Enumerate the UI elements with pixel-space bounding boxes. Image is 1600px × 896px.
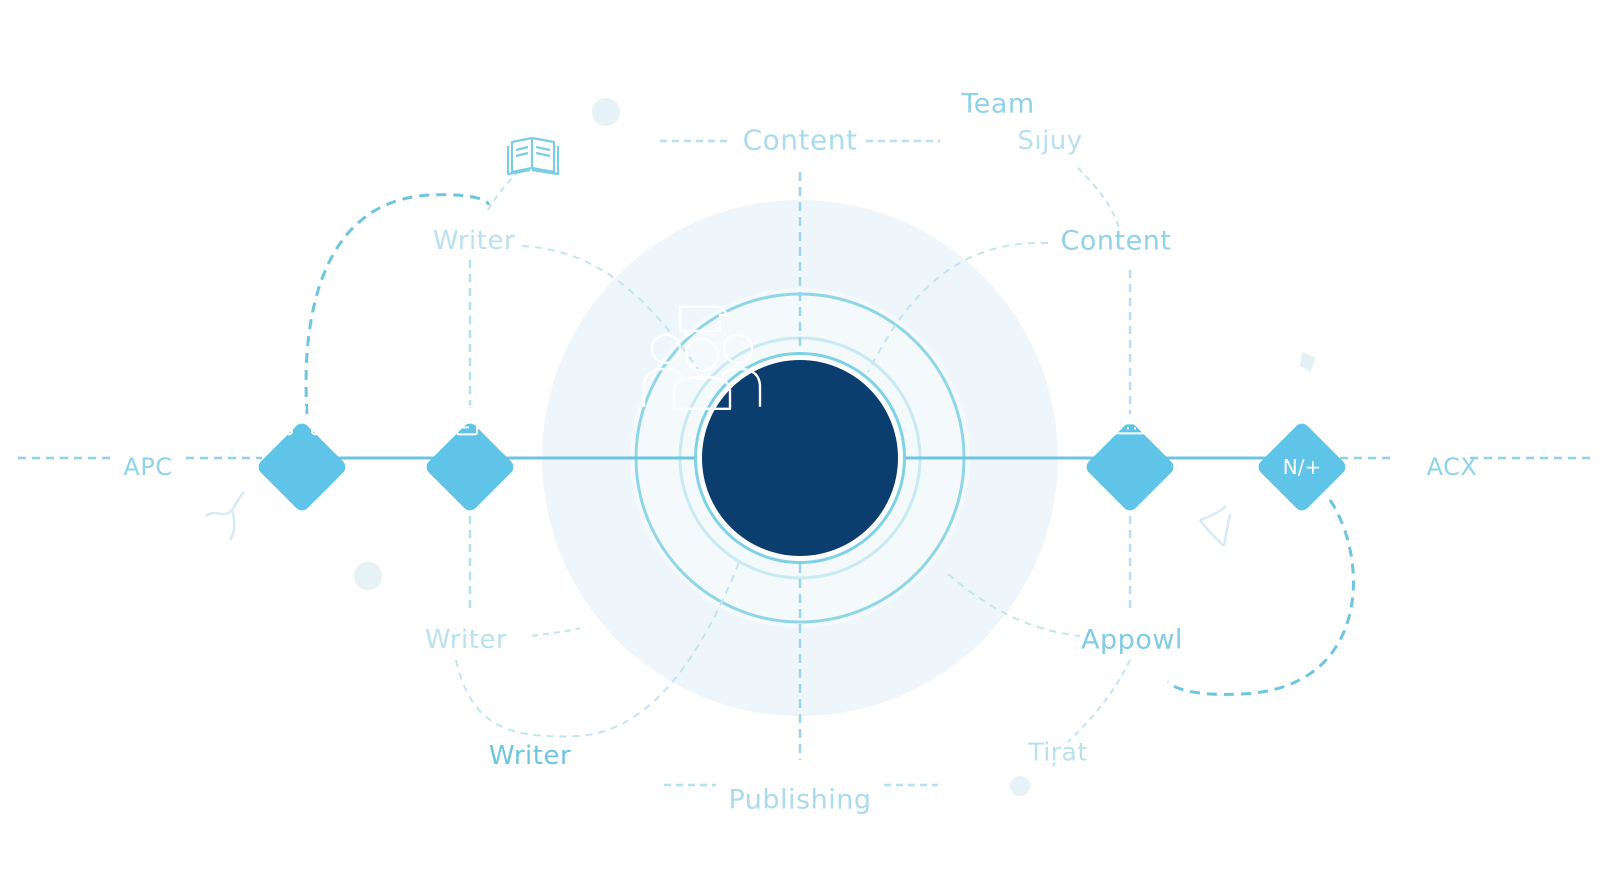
tirat-curve (1067, 659, 1131, 743)
sujuy-connector (1077, 167, 1121, 233)
decor-sprout-left (205, 491, 245, 541)
label-appowl: Appowl (1081, 624, 1183, 656)
decor-leaf (1300, 352, 1316, 372)
label-apc: APC (123, 453, 173, 481)
label-acx: ACX (1426, 453, 1478, 481)
label-writer-bottom: Writer (488, 741, 572, 771)
central-team-hub[interactable] (642, 305, 898, 556)
workflow-node[interactable] (255, 404, 349, 514)
writer-bottom-curve (455, 559, 741, 738)
right-arc (1166, 499, 1355, 696)
publish-machine-node[interactable] (1083, 406, 1177, 514)
team-collaboration-icon (642, 305, 762, 410)
label-team: Team (961, 88, 1035, 120)
writer-lower-curve (531, 627, 581, 637)
content-to-hub-curve (867, 241, 1049, 373)
open-book-icon (506, 136, 560, 176)
label-writer-upper: Writer (432, 226, 516, 256)
decor-dot-3 (1010, 776, 1030, 796)
label-content-right: Content (1060, 225, 1172, 257)
formula-icon: N/+ (1282, 455, 1322, 479)
writer-to-hub-curve (521, 245, 701, 373)
label-tirat: Tiŗat (1028, 737, 1088, 767)
left-arc (304, 193, 490, 415)
decor-dot-1 (592, 98, 620, 126)
label-writer-lower: Writer (424, 625, 508, 655)
appowl-curve (947, 573, 1081, 637)
book-connector (487, 169, 521, 211)
document-node[interactable] (423, 405, 517, 514)
decor-sprout-right (1198, 505, 1232, 547)
label-sujuy: Sıjuy (1017, 126, 1083, 156)
press-icon (1113, 406, 1147, 435)
label-content-top: Content (742, 123, 858, 157)
decor-dot-2 (354, 562, 382, 590)
label-publishing: Publishing (728, 784, 872, 816)
workflow-icon (285, 404, 319, 436)
document-edit-icon (456, 405, 486, 436)
